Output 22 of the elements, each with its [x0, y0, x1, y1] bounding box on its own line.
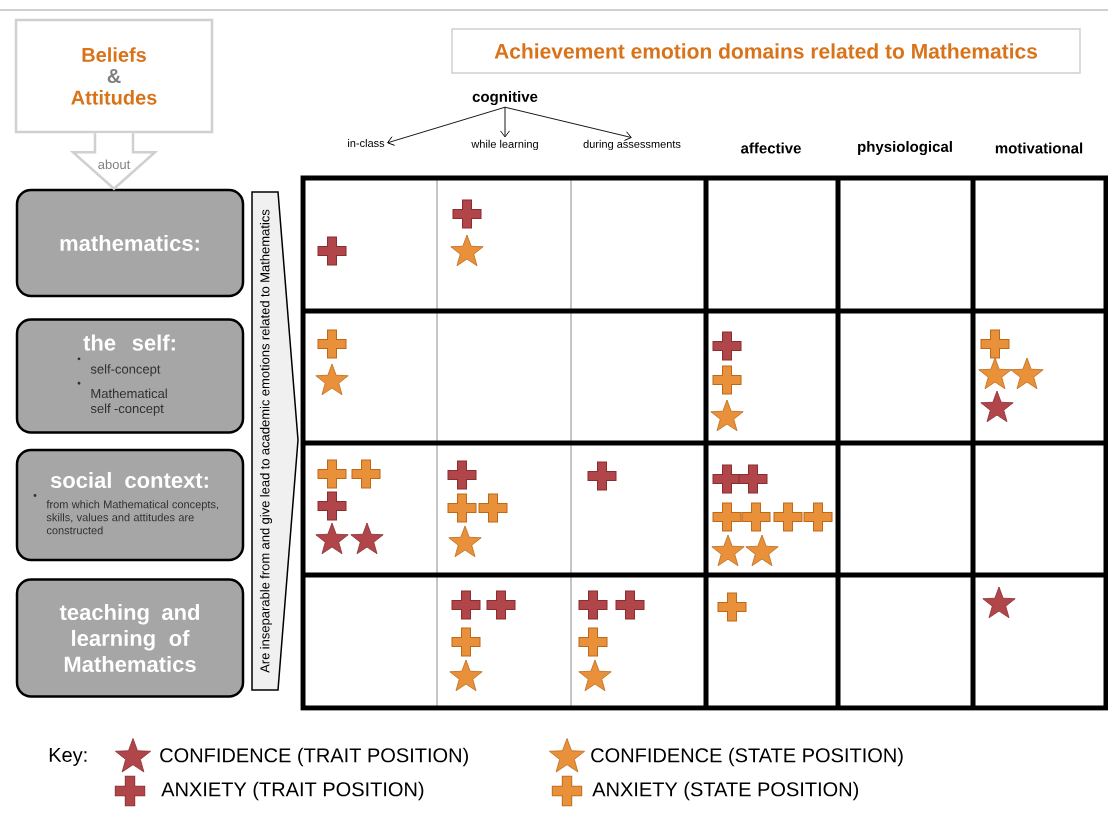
legend-label: CONFIDENCE (STATE POSITION) — [591, 747, 903, 767]
column-header: affective — [741, 142, 801, 154]
topic-box: social context: from which Mathematical concepts, skills, values and attitudes are constructed — [15, 448, 245, 562]
category-label: cognitive — [472, 90, 538, 106]
column-header: motivational — [995, 142, 1083, 154]
topic-box: mathematics: — [15, 188, 245, 298]
arrow — [500, 106, 510, 138]
arrow — [387, 106, 506, 146]
edge-label: about — [98, 159, 131, 169]
legend-label: CONFIDENCE (TRAIT POSITION) — [160, 747, 468, 767]
legend-label: ANXIETY (STATE POSITION) — [592, 781, 859, 801]
arrow — [504, 106, 632, 141]
legend-label: ANXIETY (TRAIT POSITION) — [161, 781, 424, 801]
topic-box: teaching and learning of Mathematics — [15, 578, 245, 698]
subcategory-label: while learning — [471, 139, 538, 151]
subcategory-label: during assessments — [583, 139, 681, 151]
callout-box: Beliefs & Attitudes — [14, 18, 214, 134]
topic-box: the self: self-concept Mathematical self -concept — [15, 318, 245, 434]
subcategory-label: in-class — [348, 138, 385, 148]
key-label: Key: — [49, 748, 87, 766]
column-header: physiological — [858, 140, 952, 156]
title-box: Achievement emotion domains related to Mathematics — [451, 28, 1081, 74]
